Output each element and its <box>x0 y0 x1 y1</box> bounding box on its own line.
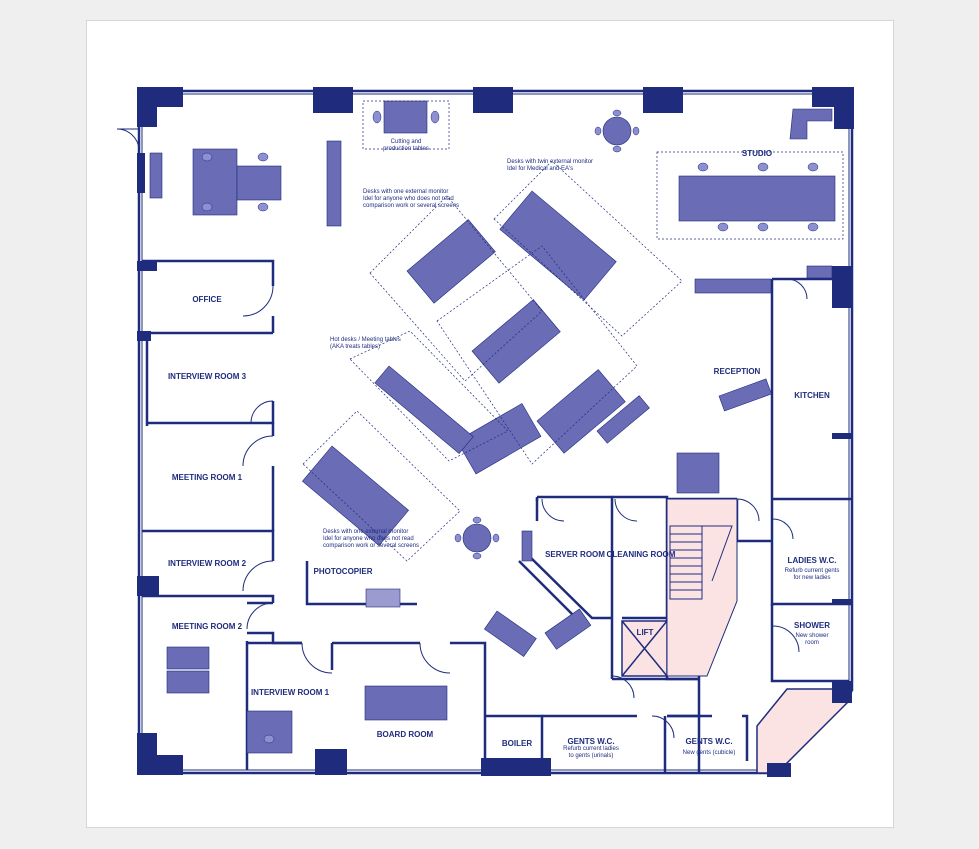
interview-room-1-label: INTERVIEW ROOM 1 <box>250 688 330 697</box>
floor-plan-drawing <box>116 87 854 777</box>
stairs <box>666 498 738 677</box>
board-room-label: BOARD ROOM <box>376 730 434 739</box>
one-monitor-desks-note-bottom: Desks with one external monitor Idel for… <box>323 529 420 549</box>
chairs <box>201 109 819 744</box>
boiler-label: BOILER <box>501 739 533 748</box>
hot-desks-note: Hot desks / Meeting tables (AKA treats t… <box>330 337 401 350</box>
lift-label: LIFT <box>636 628 654 637</box>
meeting-room-1-label: MEETING ROOM 1 <box>171 473 243 482</box>
cutting-tables-note: Cutting and production tables <box>383 139 429 152</box>
ladies-wc-label: LADIES W.C. <box>787 556 837 565</box>
floor-plan-sheet: OFFICE INTERVIEW ROOM 3 MEETING ROOM 1 I… <box>86 20 894 828</box>
gents-wc-2-note: New gents (cubicle) <box>682 750 736 756</box>
shower-label: SHOWER <box>794 621 830 630</box>
furniture <box>149 100 836 754</box>
meeting-room-2-label: MEETING ROOM 2 <box>171 622 243 631</box>
office-label: OFFICE <box>192 295 222 304</box>
zones <box>302 100 844 562</box>
server-room-label: SERVER ROOM <box>545 550 605 559</box>
cleaning-room-label: CLEANING ROOM <box>606 550 676 559</box>
photocopier-label: PHOTOCOPIER <box>313 567 373 576</box>
outer-walls <box>137 89 854 775</box>
interview-room-2-label: INTERVIEW ROOM 2 <box>167 559 247 568</box>
shower-note: New shower room <box>795 633 829 646</box>
gents-wc-2-label: GENTS W.C. <box>685 737 733 746</box>
ladies-wc-note: Refurb current gents for new ladies <box>784 568 840 581</box>
one-monitor-desks-note-top: Desks with one external monitor Idel for… <box>363 189 460 209</box>
pillars <box>137 87 854 777</box>
door-arcs <box>116 128 808 739</box>
interview-room-3-label: INTERVIEW ROOM 3 <box>167 372 247 381</box>
gents-wc-1-label: GENTS W.C. <box>567 737 615 746</box>
reception-label: RECEPTION <box>713 367 761 376</box>
twin-monitor-desks-note: Desks with twin external monitor Idel fo… <box>507 159 594 172</box>
kitchen-label: KITCHEN <box>794 391 830 400</box>
gents-wc-1-note: Refurb current ladies to gents (urinals) <box>563 746 619 759</box>
studio-label: STUDIO <box>741 149 773 158</box>
left-room-walls <box>142 259 487 770</box>
